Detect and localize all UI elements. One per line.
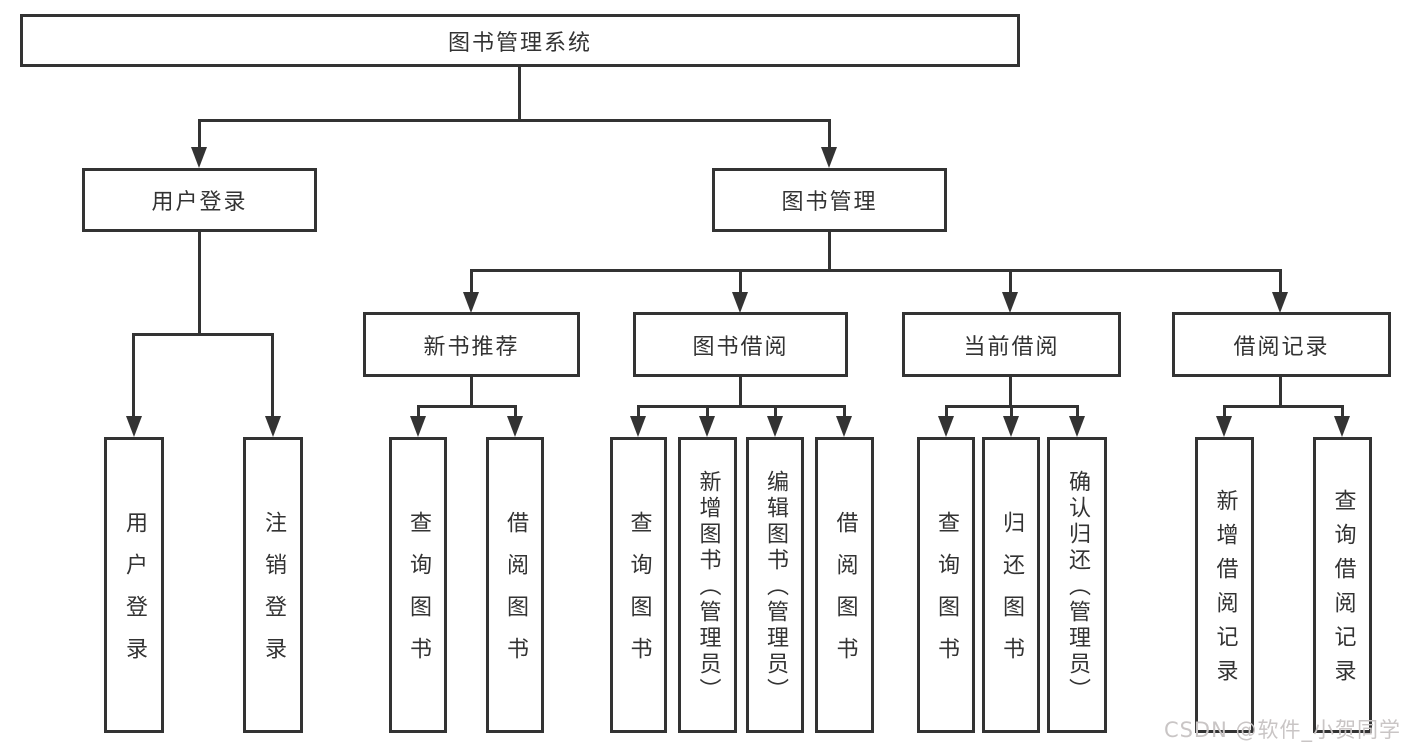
node-leaf-g2-edit-books-admin-label: 编辑图书（管理员） (763, 470, 788, 704)
csdn-watermark: CSDN @软件_小贺同学 (1163, 718, 1401, 742)
arrowhead-g4c1 (1216, 416, 1232, 437)
connector-to-user-branch (198, 119, 201, 149)
node-group-current-label: 当前借阅 (963, 334, 1060, 360)
node-root: 图书管理系统 (20, 14, 1020, 67)
arrowhead-g2c3 (767, 416, 783, 437)
connector-g3c3 (1076, 405, 1079, 417)
node-leaf-g1-query-books-label: 查询图书 (406, 511, 431, 679)
connector-g3c1 (945, 405, 948, 417)
node-leaf-g2-query-books: 查询图书 (610, 437, 667, 733)
connector-to-group1 (470, 269, 473, 294)
arrowhead-g3c2 (1003, 416, 1019, 437)
node-leaf-g4-add-record: 新增借阅记录 (1195, 437, 1254, 733)
connector-to-group4 (1279, 269, 1282, 294)
node-leaf-g4-query-record: 查询借阅记录 (1313, 437, 1372, 733)
node-leaf-g4-query-record-label: 查询借阅记录 (1330, 489, 1356, 693)
node-group-new-books: 新书推荐 (363, 312, 580, 377)
arrowhead-logout (265, 416, 281, 437)
node-leaf-g3-confirm-return-admin: 确认归还（管理员） (1047, 437, 1107, 733)
node-book-branch-label: 图书管理 (781, 190, 878, 215)
connector-group1-split (417, 405, 517, 408)
node-leaf-g4-add-record-label: 新增借阅记录 (1212, 489, 1238, 693)
node-leaf-g3-query-books-label: 查询图书 (934, 511, 959, 679)
connector-user-stem (198, 232, 201, 335)
arrowhead-g1c2 (507, 416, 523, 437)
connector-group4-split (1223, 405, 1344, 408)
connector-root-stem (518, 67, 521, 119)
node-leaf-g3-return-books: 归还图书 (982, 437, 1040, 733)
node-leaf-g3-confirm-return-admin-label: 确认归还（管理员） (1065, 470, 1090, 704)
node-group-current: 当前借阅 (902, 312, 1121, 377)
node-leaf-g2-query-books-label: 查询图书 (626, 511, 652, 679)
connector-g4c2 (1341, 405, 1344, 417)
node-book-branch: 图书管理 (712, 168, 947, 232)
node-group-records-label: 借阅记录 (1233, 334, 1330, 360)
connector-g2c4 (843, 405, 846, 417)
node-root-label: 图书管理系统 (447, 30, 592, 56)
arrowhead-g2c2 (699, 416, 715, 437)
node-leaf-g2-add-books-admin: 新增图书（管理员） (678, 437, 737, 733)
node-leaf-g2-borrow-books: 借阅图书 (815, 437, 874, 733)
connector-g1c2 (514, 405, 517, 417)
arrowhead-g3c1 (938, 416, 954, 437)
node-group-new-books-label: 新书推荐 (423, 334, 520, 360)
node-leaf-g3-query-books: 查询图书 (917, 437, 975, 733)
arrowhead-g2c4 (836, 416, 852, 437)
connector-group3-stem (1009, 377, 1012, 408)
arrowhead-g4c2 (1334, 416, 1350, 437)
connector-g3c2 (1010, 405, 1013, 417)
arrowhead-group4 (1272, 292, 1288, 313)
connector-to-book-branch (828, 119, 831, 149)
node-leaf-user-login-label: 用户登录 (122, 511, 147, 679)
node-user-branch: 用户登录 (82, 168, 317, 232)
connector-to-group2 (739, 269, 742, 294)
arrowhead-g1c1 (410, 416, 426, 437)
connector-root-split (198, 119, 831, 122)
connector-g1c1 (417, 405, 420, 417)
arrowhead-group1 (463, 292, 479, 313)
arrowhead-user-branch (191, 147, 207, 168)
node-group-borrow-label: 图书借阅 (692, 334, 789, 360)
arrowhead-group3 (1002, 292, 1018, 313)
connector-book-stem (828, 232, 831, 272)
arrowhead-g3c3 (1069, 416, 1085, 437)
node-leaf-user-login: 用户登录 (104, 437, 164, 733)
node-group-borrow: 图书借阅 (633, 312, 848, 377)
arrowhead-g2c1 (630, 416, 646, 437)
connector-g2c3 (774, 405, 777, 417)
connector-g2c2 (706, 405, 709, 417)
node-leaf-g2-edit-books-admin: 编辑图书（管理员） (746, 437, 804, 733)
node-leaf-g2-add-books-admin-label: 新增图书（管理员） (695, 470, 721, 704)
arrowhead-user-login (126, 416, 142, 437)
connector-group1-stem (470, 377, 473, 408)
node-leaf-logout: 注销登录 (243, 437, 303, 733)
connector-to-group3 (1009, 269, 1012, 294)
node-user-branch-label: 用户登录 (151, 190, 248, 215)
connector-book-split (470, 269, 1282, 272)
arrowhead-book-branch (821, 147, 837, 168)
arrowhead-group2 (732, 292, 748, 313)
node-leaf-g3-return-books-label: 归还图书 (999, 511, 1024, 679)
connector-to-user-login (132, 333, 135, 417)
connector-group2-stem (739, 377, 742, 408)
node-group-records: 借阅记录 (1172, 312, 1391, 377)
connector-to-logout (271, 333, 274, 417)
connector-group4-stem (1279, 377, 1282, 408)
node-leaf-g2-borrow-books-label: 借阅图书 (832, 511, 858, 679)
node-leaf-g1-query-books: 查询图书 (389, 437, 447, 733)
connector-user-split (132, 333, 274, 336)
node-leaf-g1-borrow-books: 借阅图书 (486, 437, 544, 733)
connector-g4c1 (1223, 405, 1226, 417)
connector-group2-split (637, 405, 846, 408)
node-leaf-g1-borrow-books-label: 借阅图书 (503, 511, 528, 679)
node-leaf-logout-label: 注销登录 (261, 511, 286, 679)
connector-g2c1 (637, 405, 640, 417)
